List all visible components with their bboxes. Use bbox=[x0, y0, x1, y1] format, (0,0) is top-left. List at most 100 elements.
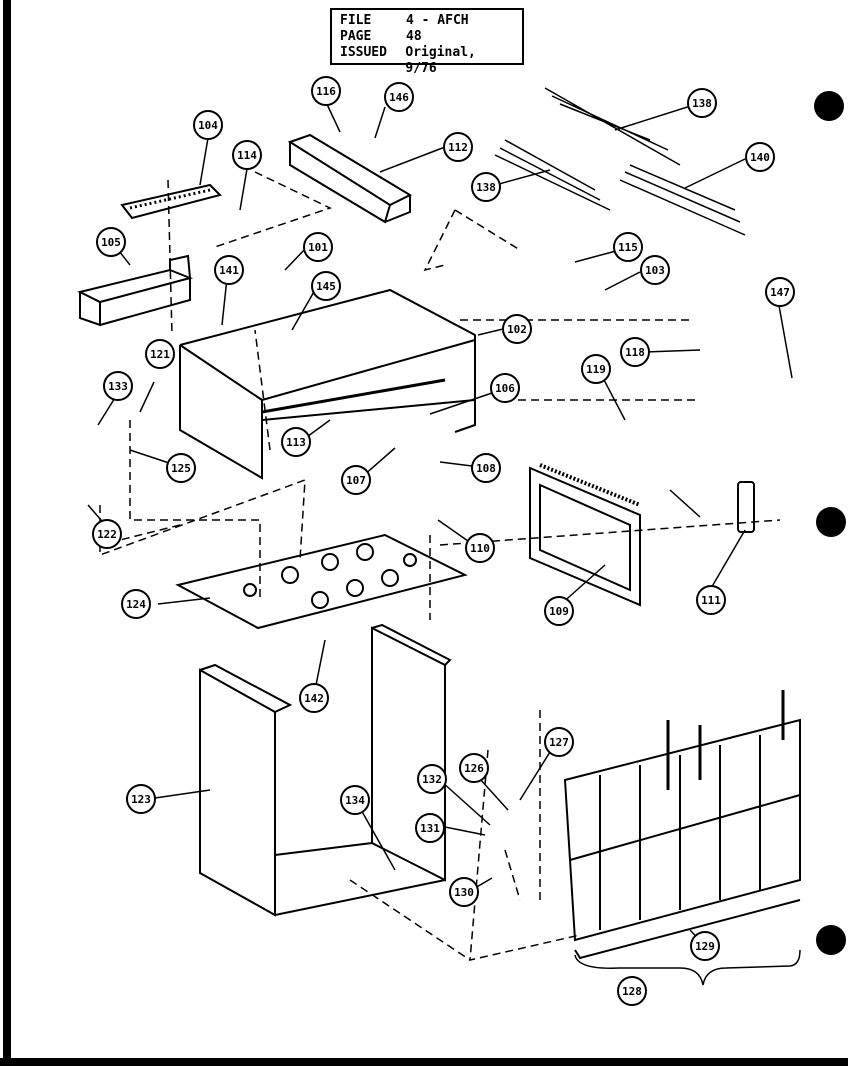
page-value: 48 bbox=[406, 29, 422, 44]
callout-number: 147 bbox=[770, 286, 790, 299]
part-callout-125: 125 bbox=[166, 453, 196, 483]
callout-circle bbox=[581, 354, 611, 384]
part-callouts: 1011021031041051061071081091101111121131… bbox=[92, 76, 795, 1006]
callout-number: 138 bbox=[692, 97, 712, 110]
part-callout-131: 131 bbox=[415, 813, 445, 843]
callout-circle bbox=[765, 277, 795, 307]
callout-circle bbox=[544, 727, 574, 757]
callout-number: 129 bbox=[695, 940, 715, 953]
file-label: FILE bbox=[340, 13, 372, 28]
frame-bottom-bar bbox=[0, 1058, 848, 1066]
fuse-part bbox=[737, 481, 755, 533]
callout-circle bbox=[214, 255, 244, 285]
binder-punch-hole bbox=[814, 91, 844, 121]
callout-circle bbox=[92, 519, 122, 549]
callout-number: 128 bbox=[622, 985, 642, 998]
callout-number: 140 bbox=[750, 151, 770, 164]
callout-circle bbox=[696, 585, 726, 615]
callout-number: 110 bbox=[470, 542, 490, 555]
callout-number: 121 bbox=[150, 348, 170, 361]
callout-circle bbox=[232, 140, 262, 170]
callout-circle bbox=[417, 764, 447, 794]
callout-number: 116 bbox=[316, 85, 336, 98]
file-value: 4 - AFCH bbox=[406, 13, 469, 28]
part-callout-109: 109 bbox=[544, 596, 574, 626]
part-callout-110: 110 bbox=[465, 533, 495, 563]
callout-circle bbox=[443, 132, 473, 162]
callout-number: 108 bbox=[476, 462, 496, 475]
wire-harness-part bbox=[494, 87, 746, 236]
part-callout-124: 124 bbox=[121, 589, 151, 619]
callout-number: 105 bbox=[101, 236, 121, 249]
part-callout-127: 127 bbox=[544, 727, 574, 757]
part-callout-122: 122 bbox=[92, 519, 122, 549]
callout-number: 102 bbox=[507, 323, 527, 336]
part-callout-118: 118 bbox=[620, 337, 650, 367]
part-callout-102: 102 bbox=[502, 314, 532, 344]
part-callout-141: 141 bbox=[214, 255, 244, 285]
callout-number: 107 bbox=[346, 474, 366, 487]
callout-circle bbox=[640, 255, 670, 285]
binder-punch-hole bbox=[816, 925, 846, 955]
assembly-guide-lines bbox=[99, 171, 781, 961]
callout-number: 114 bbox=[237, 149, 257, 162]
part-callout-111: 111 bbox=[696, 585, 726, 615]
callout-circle bbox=[384, 82, 414, 112]
part-callout-145: 145 bbox=[311, 271, 341, 301]
issued-value: Original, 9/76 bbox=[405, 45, 476, 76]
callout-number: 124 bbox=[126, 598, 146, 611]
callout-number: 113 bbox=[286, 436, 306, 449]
callout-circle bbox=[745, 142, 775, 172]
part-callout-142: 142 bbox=[299, 683, 329, 713]
callout-circle bbox=[281, 427, 311, 457]
part-callout-138: 138 bbox=[687, 88, 717, 118]
part-callout-106: 106 bbox=[490, 373, 520, 403]
callout-number: 131 bbox=[420, 822, 440, 835]
callout-number: 141 bbox=[219, 264, 239, 277]
part-callout-101: 101 bbox=[303, 232, 333, 262]
callout-circle bbox=[145, 339, 175, 369]
callout-number: 119 bbox=[586, 363, 606, 376]
callout-number: 126 bbox=[464, 762, 484, 775]
issued-label: ISSUED bbox=[340, 45, 387, 60]
callout-circle bbox=[415, 813, 445, 843]
terminal-block-part bbox=[120, 183, 222, 220]
callout-circle bbox=[613, 232, 643, 262]
callout-number: 133 bbox=[108, 380, 128, 393]
part-callout-105: 105 bbox=[96, 227, 126, 257]
callout-circle bbox=[687, 88, 717, 118]
callout-circle bbox=[166, 453, 196, 483]
callout-number: 146 bbox=[389, 91, 409, 104]
part-callout-116: 116 bbox=[311, 76, 341, 106]
rear-panel-part bbox=[274, 623, 452, 916]
callout-circle bbox=[299, 683, 329, 713]
part-callout-119: 119 bbox=[581, 354, 611, 384]
side-panel-part bbox=[199, 663, 293, 917]
part-callout-146: 146 bbox=[384, 82, 414, 112]
part-callout-138: 138 bbox=[471, 172, 501, 202]
callout-number: 103 bbox=[645, 264, 665, 277]
callout-number: 118 bbox=[625, 346, 645, 359]
callout-circle bbox=[340, 785, 370, 815]
control-panel-part bbox=[529, 463, 641, 607]
callout-circle bbox=[311, 271, 341, 301]
callout-circle bbox=[459, 753, 489, 783]
callout-number: 109 bbox=[549, 605, 569, 618]
callout-number: 134 bbox=[345, 794, 365, 807]
part-callout-128: 128 bbox=[617, 976, 647, 1006]
callout-circle bbox=[126, 784, 156, 814]
part-callout-121: 121 bbox=[145, 339, 175, 369]
part-callout-147: 147 bbox=[765, 277, 795, 307]
base-plate-part bbox=[175, 533, 468, 630]
callout-number: 125 bbox=[171, 462, 191, 475]
assembly-brace bbox=[574, 949, 801, 986]
callout-circle bbox=[502, 314, 532, 344]
callout-number: 127 bbox=[549, 736, 569, 749]
callout-circle bbox=[490, 373, 520, 403]
callout-circle bbox=[620, 337, 650, 367]
part-callout-123: 123 bbox=[126, 784, 156, 814]
callout-number: 104 bbox=[198, 119, 218, 132]
part-callout-114: 114 bbox=[232, 140, 262, 170]
